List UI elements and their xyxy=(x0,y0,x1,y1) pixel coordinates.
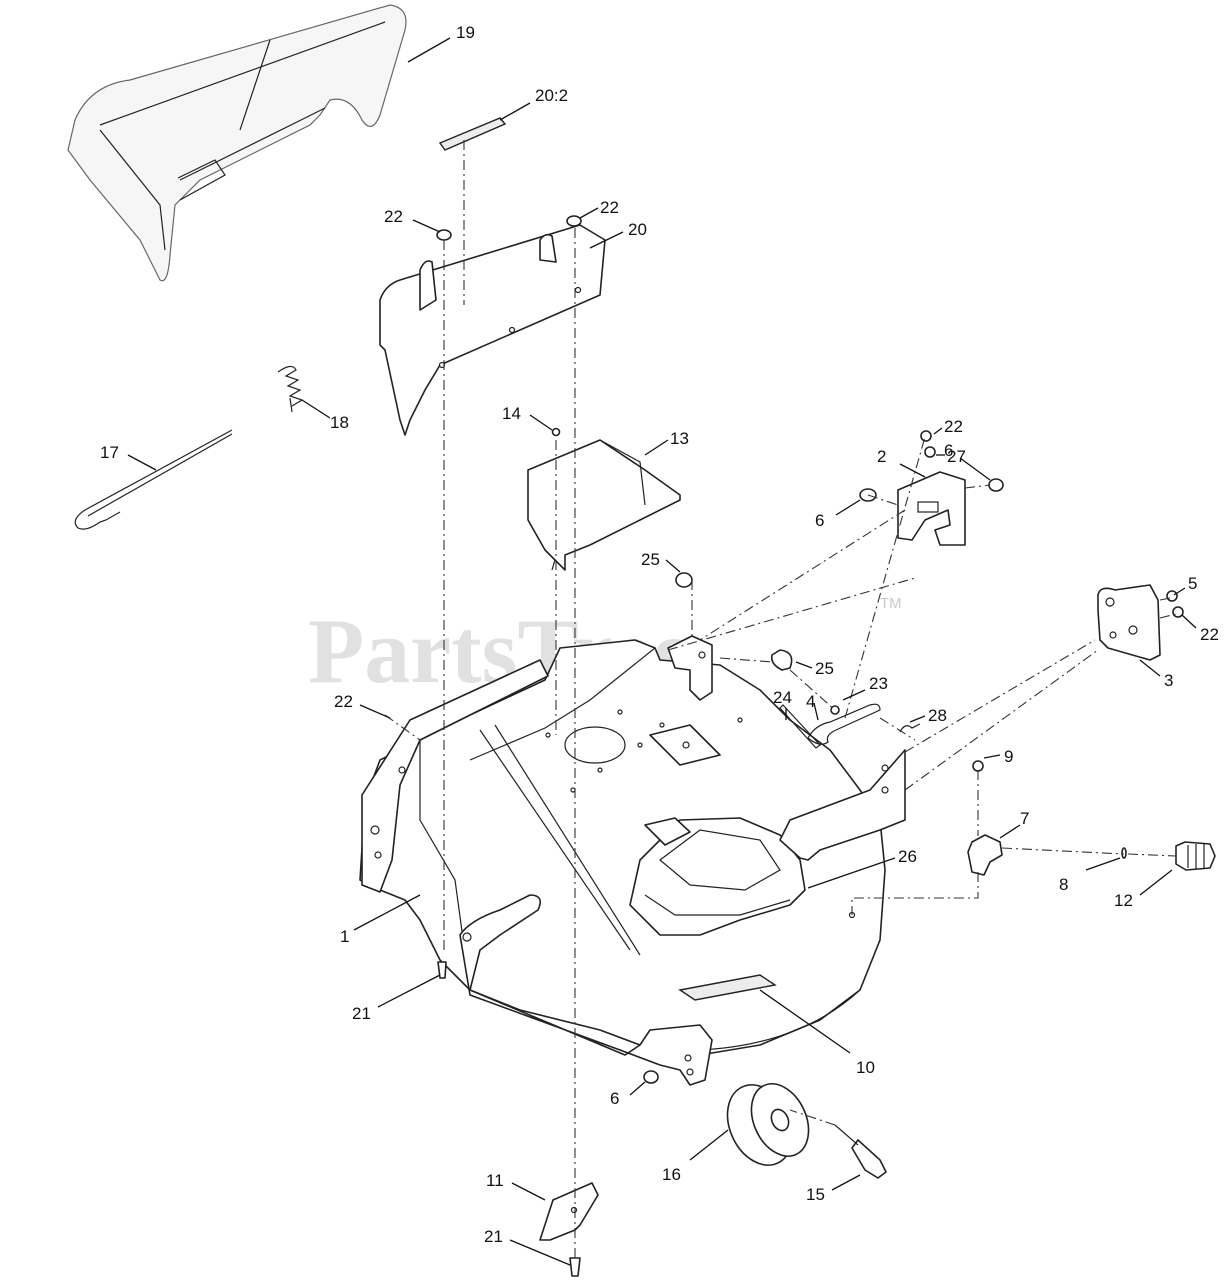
part-15-axle-bolt xyxy=(834,1124,887,1179)
callout-22: 22 xyxy=(1200,625,1219,644)
callout-22: 22 xyxy=(600,198,619,217)
part-6-washer-c xyxy=(643,1070,659,1084)
callout-19: 19 xyxy=(456,23,475,42)
part-24-pin xyxy=(779,704,821,749)
callout-18: 18 xyxy=(330,413,349,432)
part-chute-bracket xyxy=(779,749,906,861)
part-21-screw-top xyxy=(437,961,447,979)
part-9-bolt xyxy=(972,760,984,772)
callout-16: 16 xyxy=(662,1165,681,1184)
callout-labels: 19 20:2 22 22 20 18 17 14 13 2 6 6 25 25… xyxy=(100,23,1219,1246)
alignment-lines xyxy=(384,140,1177,1258)
part-28-cotter xyxy=(899,723,921,733)
part-7-elbow xyxy=(967,834,1003,876)
part-25-pin-b xyxy=(770,649,793,671)
part-5-bolt xyxy=(1166,590,1178,602)
callout-23: 23 xyxy=(869,674,888,693)
callout-15: 15 xyxy=(806,1185,825,1204)
callout-13: 13 xyxy=(670,429,689,448)
part-19-deflector xyxy=(67,4,407,282)
leader-lines xyxy=(127,37,1197,1266)
callout-6: 6 xyxy=(944,441,953,460)
part-2-clip xyxy=(897,471,966,546)
callout-26: 26 xyxy=(898,847,917,866)
callout-22: 22 xyxy=(944,417,963,436)
part-25-pin-a xyxy=(675,572,693,588)
part-11-bracket xyxy=(539,1182,599,1241)
callout-6: 6 xyxy=(815,511,824,530)
callout-22: 22 xyxy=(384,207,403,226)
part-3-hitch xyxy=(1097,584,1161,661)
part-13-bracket xyxy=(527,439,681,571)
part-vertical-bracket xyxy=(667,635,713,701)
callout-7: 7 xyxy=(1020,809,1029,828)
callout-5: 5 xyxy=(1188,574,1197,593)
part-10-decal xyxy=(678,974,777,1001)
part-21-screw-bottom xyxy=(569,1257,581,1277)
part-16-wheel xyxy=(726,1083,810,1166)
part-4-hinge-pin xyxy=(807,703,881,745)
callout-2: 2 xyxy=(877,447,886,466)
part-22-nut-c xyxy=(1172,606,1184,618)
callout-25: 25 xyxy=(815,659,834,678)
part-22-nut-side xyxy=(920,430,932,442)
callout-28: 28 xyxy=(928,706,947,725)
part-26-shroud xyxy=(629,817,806,936)
part-22-nut-right xyxy=(566,215,582,227)
part-17-rod xyxy=(74,429,233,530)
callout-25: 25 xyxy=(641,550,660,569)
callout-10: 10 xyxy=(856,1058,875,1077)
part-27-washer-side xyxy=(924,446,936,458)
callout-22: 22 xyxy=(334,692,353,711)
callout-1: 1 xyxy=(340,927,349,946)
callout-17: 17 xyxy=(100,443,119,462)
callout-27: 27 xyxy=(947,447,966,466)
callout-4: 4 xyxy=(806,692,815,711)
part-1-deck xyxy=(359,639,886,1086)
part-12-fitting xyxy=(1175,841,1216,871)
callout-8: 8 xyxy=(1059,875,1068,894)
callout-12: 12 xyxy=(1114,891,1133,910)
callout-20: 20 xyxy=(628,220,647,239)
callout-3: 3 xyxy=(1164,671,1173,690)
part-14-screw xyxy=(551,427,561,437)
callout-24: 24 xyxy=(773,688,792,707)
watermark-trademark: TM xyxy=(880,595,902,612)
part-18-spring xyxy=(277,365,304,413)
callout-11: 11 xyxy=(486,1171,504,1190)
callout-6: 6 xyxy=(610,1089,619,1108)
part-20-plate xyxy=(379,224,606,436)
part-6-washer-b xyxy=(988,478,1004,492)
part-20-2-decal xyxy=(438,117,507,151)
callout-20-2: 20:2 xyxy=(535,86,568,105)
callout-21: 21 xyxy=(352,1004,371,1023)
part-8-oring xyxy=(1121,847,1127,859)
callout-9: 9 xyxy=(1004,747,1013,766)
callout-14: 14 xyxy=(502,404,521,423)
callout-21: 21 xyxy=(484,1227,503,1246)
